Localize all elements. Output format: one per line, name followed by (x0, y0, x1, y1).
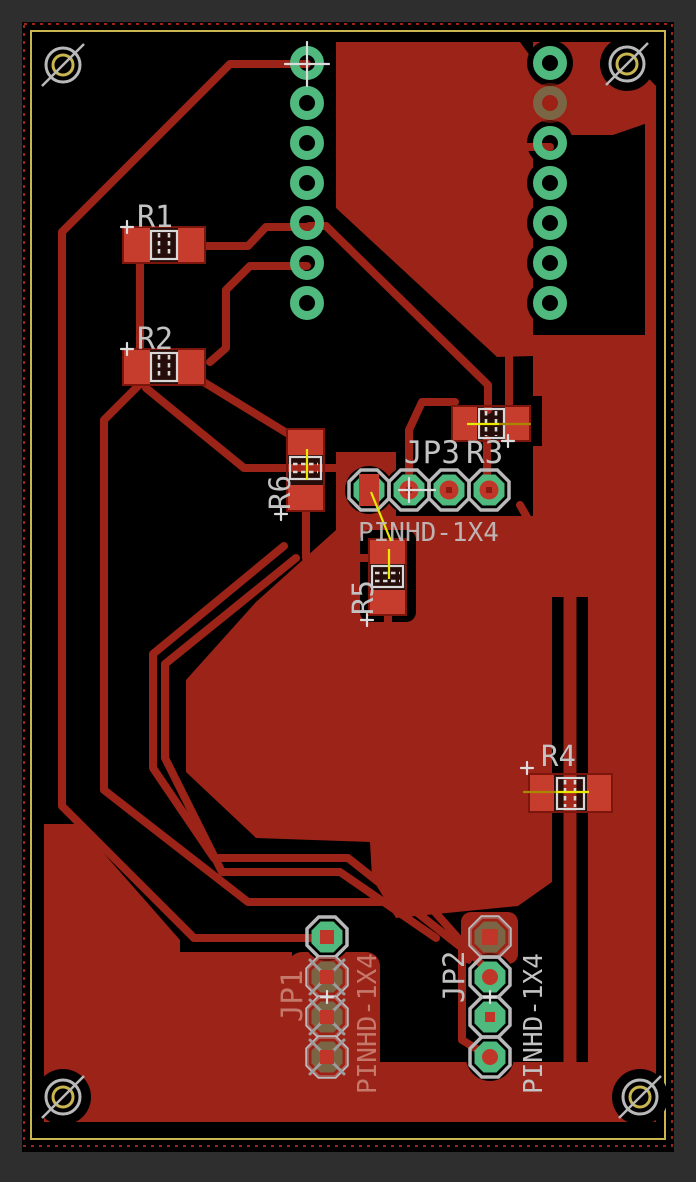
pour-right-band-top[interactable] (645, 86, 656, 342)
pour-right-band-bottom[interactable] (588, 597, 656, 1122)
pad-through-hole[interactable] (290, 126, 324, 160)
trace-r6-to-r5[interactable] (302, 498, 376, 562)
label-jp3: JP3 (404, 435, 460, 471)
trace-r1-to-pad5[interactable] (200, 223, 311, 250)
trace-r2-to-jp2-pad2[interactable] (100, 380, 494, 978)
label-r1: R1 (137, 200, 173, 235)
jp1-pad2[interactable] (305, 955, 349, 999)
label-r6: R6 (263, 475, 297, 510)
label-r5: R5 (346, 580, 380, 615)
pad-through-hole[interactable] (533, 46, 567, 80)
trace-pad6-to-r2[interactable] (206, 262, 311, 366)
label-jp2: JP2 (437, 951, 471, 1003)
trace-pour-link[interactable] (516, 501, 574, 596)
mounting-hole-top-right[interactable] (605, 42, 649, 86)
pad-column-right[interactable] (530, 46, 570, 320)
pad-through-hole[interactable] (533, 246, 567, 280)
header-jp1-pads[interactable] (305, 915, 349, 1079)
label-r4: R4 (541, 739, 576, 773)
jp2-pad3[interactable] (468, 995, 512, 1039)
trace-to-jp3-pad2[interactable] (405, 398, 459, 494)
pad-through-hole[interactable] (533, 166, 567, 200)
mounting-hole-bottom-left[interactable] (41, 1075, 85, 1119)
pad-through-hole[interactable] (533, 286, 567, 320)
jp1-pad3[interactable] (305, 995, 349, 1039)
pour-bottom-left[interactable] (44, 824, 292, 1062)
trace-ring-inner[interactable] (161, 554, 440, 942)
jp3-pad4[interactable] (467, 468, 511, 512)
label-jp1: JP1 (275, 970, 309, 1022)
jp3-pad1[interactable] (347, 468, 391, 512)
jp1-pad1[interactable] (305, 915, 349, 959)
header-jp2-pads[interactable] (468, 915, 512, 1079)
dimension-border (30, 30, 666, 1140)
mounting-hole-bottom-right[interactable] (618, 1075, 662, 1119)
trace-top-left-to-jp1[interactable] (58, 60, 324, 942)
airwire-jp3-r5 (369, 491, 393, 542)
origin-markers (119, 40, 535, 1005)
pad-through-hole[interactable] (533, 206, 567, 240)
jp1-pad4[interactable] (305, 1035, 349, 1079)
jp2-pad4[interactable] (468, 1035, 512, 1079)
trace-r2-to-r6[interactable] (193, 374, 299, 442)
pour-central-island[interactable] (186, 452, 552, 918)
component-r5[interactable] (368, 538, 407, 616)
jp2-pad1[interactable] (468, 915, 512, 959)
pad-through-hole[interactable] (290, 206, 324, 240)
component-r2[interactable] (122, 348, 206, 386)
pour-right-mid[interactable] (533, 335, 656, 597)
label-r3: R3 (466, 435, 503, 471)
label-r2: R2 (137, 322, 173, 357)
trace-layer[interactable] (58, 60, 577, 1101)
pad-pour-tint (530, 83, 570, 123)
pour-top-block[interactable] (336, 42, 533, 357)
label-jp3-package: PINHD-1X4 (358, 518, 499, 548)
component-r1[interactable] (122, 226, 206, 264)
airwire-layer (305, 422, 589, 794)
component-r6[interactable] (286, 428, 325, 512)
label-jp2-package: PINHD-1X4 (519, 953, 549, 1094)
pad-through-hole[interactable] (533, 126, 567, 160)
jp2-pad2[interactable] (468, 955, 512, 999)
silkscreen-labels: R1 R2 JP3 R3 PINHD-1X4 R4 R5 R6 JP1 PINH… (137, 200, 576, 1094)
jp3-pad3[interactable] (427, 468, 471, 512)
mounting-hole-top-left[interactable] (41, 43, 85, 87)
crosshair-marker (283, 40, 331, 88)
pad-through-hole[interactable] (290, 166, 324, 200)
board-dotted-outline (23, 23, 673, 1147)
pad-through-hole[interactable] (290, 246, 324, 280)
pad-through-hole[interactable] (290, 86, 324, 120)
trace-r2-under-r6[interactable] (142, 384, 354, 472)
trace-ring-outer[interactable] (149, 542, 494, 1061)
pad-through-hole[interactable] (290, 286, 324, 320)
label-jp1-package: PINHD-1X4 (353, 953, 383, 1094)
